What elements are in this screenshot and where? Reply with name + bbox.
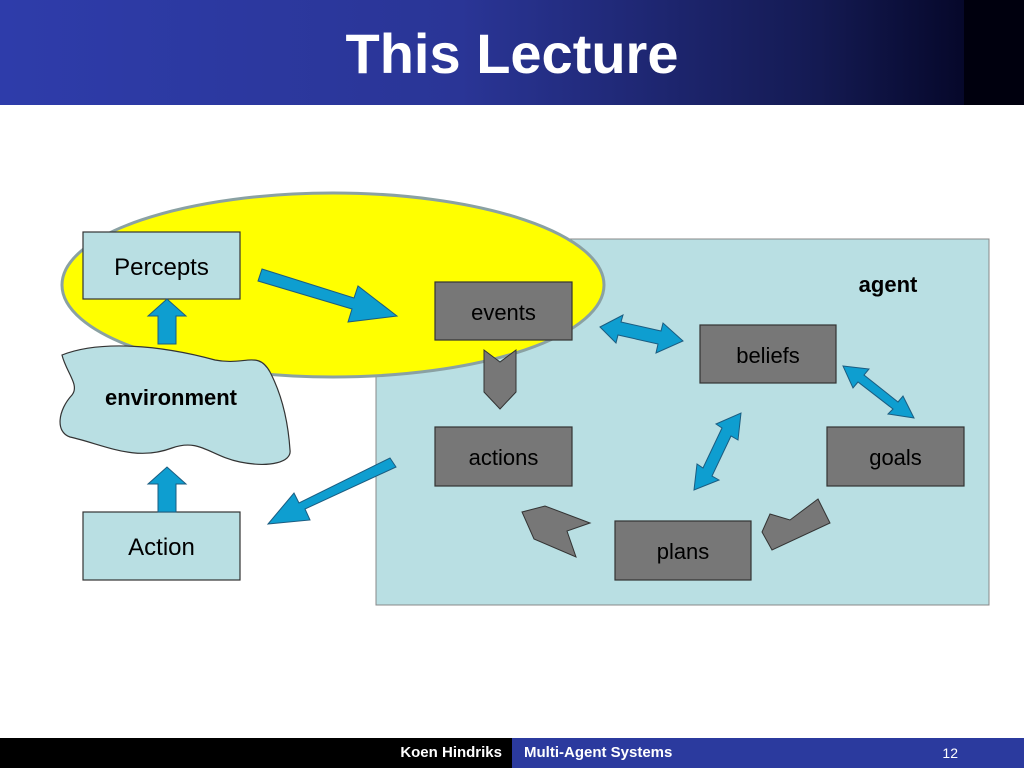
plans-node: plans <box>614 520 752 581</box>
events-label: events <box>471 300 536 325</box>
title-bar-dark-strip <box>964 0 1024 105</box>
percepts-to-events-arrow <box>257 268 399 323</box>
footer-page-number: 12 <box>942 745 958 761</box>
footer-author: Koen Hindriks <box>400 744 502 761</box>
actions-label: actions <box>469 445 539 470</box>
goals-to-plans-chevron <box>761 498 831 551</box>
environment-to-percepts-arrow <box>146 298 188 345</box>
agent-label: agent <box>859 272 918 297</box>
environment-shape <box>59 345 291 465</box>
plans-beliefs-double-arrow <box>693 412 742 491</box>
beliefs-goals-double-arrow <box>842 365 915 419</box>
percepts-label: Percepts <box>114 254 209 281</box>
action-label: Action <box>128 534 195 561</box>
events-node: events <box>434 281 573 341</box>
footer-course: Multi-Agent Systems <box>524 744 673 761</box>
plans-label: plans <box>657 539 710 564</box>
goals-label: goals <box>869 445 922 470</box>
action-node: Action <box>82 511 241 581</box>
actions-node: actions <box>434 426 573 487</box>
goals-node: goals <box>826 426 965 487</box>
agent-architecture-diagram: agent environment Percepts Action events… <box>59 191 990 606</box>
events-to-actions-chevron <box>483 349 517 410</box>
title-bar: This Lecture <box>0 0 1024 105</box>
action-to-environment-arrow <box>146 466 188 513</box>
footer-course-box: Multi-Agent Systems 12 <box>512 738 1024 768</box>
actions-to-action-arrow <box>266 457 397 525</box>
plans-to-actions-chevron <box>521 505 592 558</box>
events-beliefs-double-arrow <box>599 314 684 354</box>
beliefs-label: beliefs <box>736 343 800 368</box>
beliefs-node: beliefs <box>699 324 837 384</box>
footer: Koen Hindriks Multi-Agent Systems 12 <box>0 738 1024 768</box>
percepts-node: Percepts <box>82 231 241 300</box>
slide-title: This Lecture <box>345 22 679 85</box>
environment-label: environment <box>105 385 238 410</box>
